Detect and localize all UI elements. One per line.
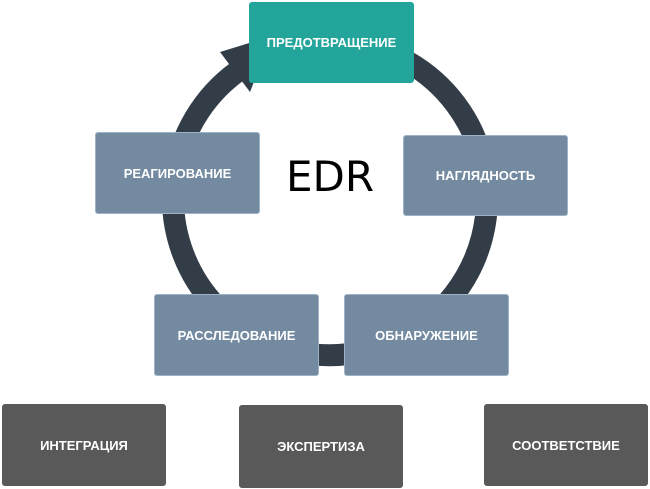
- stage-visibility: НАГЛЯДНОСТЬ: [403, 135, 568, 216]
- capability-expertise: ЭКСПЕРТИЗА: [239, 405, 403, 488]
- stage-detection: ОБНАРУЖЕНИЕ: [344, 294, 509, 376]
- stage-investigation: РАССЛЕДОВАНИЕ: [154, 294, 319, 376]
- capability-compliance: СООТВЕТСТВИЕ: [484, 404, 648, 486]
- stage-response: РЕАГИРОВАНИЕ: [95, 132, 260, 214]
- capability-integration: ИНТЕГРАЦИЯ: [2, 404, 166, 486]
- diagram-title: EDR: [285, 152, 375, 201]
- stage-prevention: ПРЕДОТВРАЩЕНИЕ: [249, 2, 414, 83]
